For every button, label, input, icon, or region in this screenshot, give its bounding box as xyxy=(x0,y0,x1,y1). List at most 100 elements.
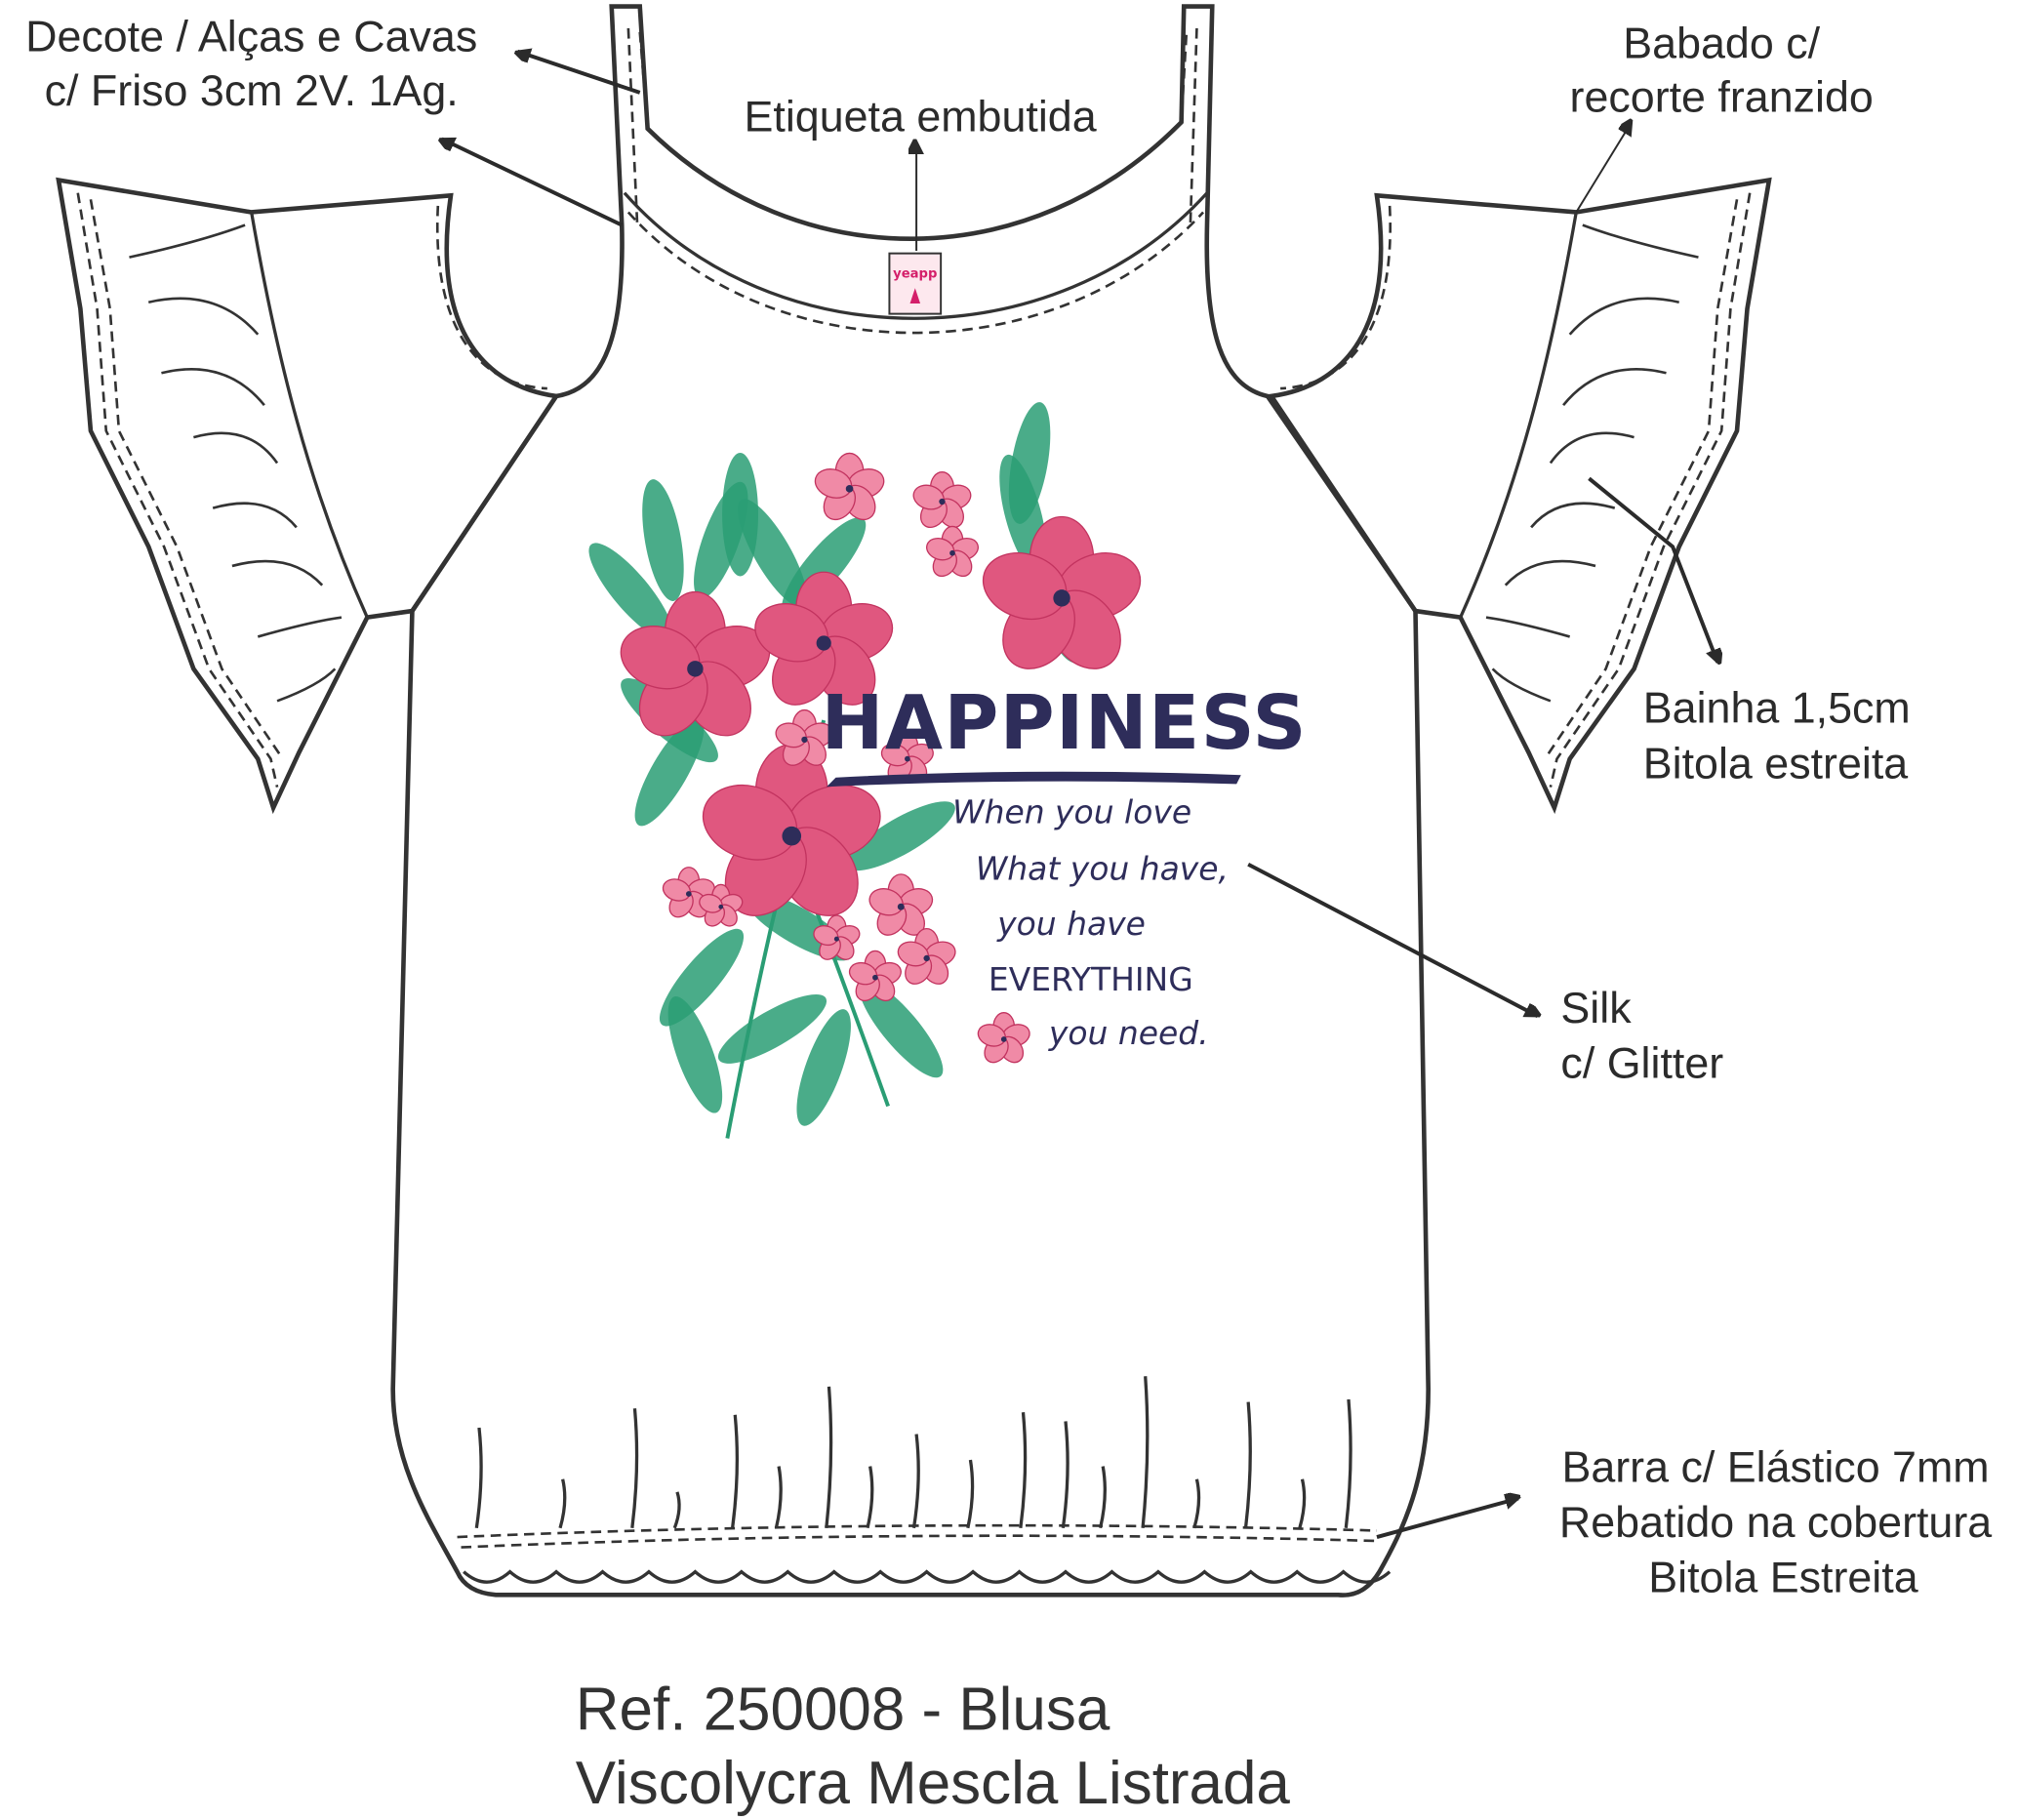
callout-text: Bitola Estreita xyxy=(1648,1554,1917,1602)
ruffle-fold-line xyxy=(257,616,343,638)
reference-fabric: Viscolycra Mescla Listrada xyxy=(576,1750,1291,1817)
leaf-shape xyxy=(846,801,955,871)
gather-line xyxy=(1098,1466,1107,1529)
silk-print: HAPPINESS When you love What you have, y… xyxy=(588,402,1308,1139)
callout-bottom: Barra c/ Elástico 7mm Rebatido na cobert… xyxy=(1376,1442,1992,1602)
ruffle-fold-line xyxy=(1582,223,1699,259)
arrow-icon xyxy=(1588,476,1717,662)
print-line-3: you have xyxy=(996,905,1146,943)
callout-text: Etiqueta embutida xyxy=(745,92,1097,141)
print-line-1: When you love xyxy=(952,793,1191,831)
ruffle-fold-line xyxy=(1530,502,1616,529)
hibiscus-center xyxy=(816,635,831,651)
leaf-shape xyxy=(659,928,745,1027)
arrow-icon xyxy=(1575,122,1632,213)
leaf-shape xyxy=(642,479,684,601)
callout-neckline: Decote / Alças e Cavas c/ Friso 3cm 2V. … xyxy=(25,13,641,227)
callout-text: Decote / Alças e Cavas xyxy=(25,13,477,61)
callout-text: recorte franzido xyxy=(1570,73,1874,122)
gather-line xyxy=(730,1414,740,1529)
leaf-shape xyxy=(796,1009,851,1126)
gather-line xyxy=(774,1466,783,1529)
plumeria-center xyxy=(939,498,946,506)
gather-line xyxy=(866,1466,874,1529)
arrow-icon xyxy=(442,137,624,227)
ruffle-fold-line xyxy=(1485,616,1571,638)
gather-line xyxy=(1061,1421,1070,1529)
ruffle-fold-line xyxy=(276,667,337,703)
ruffle-fold-line xyxy=(129,223,246,259)
ruffle-fold-line xyxy=(147,297,260,336)
brand-label-tag: yeapp xyxy=(888,252,943,315)
gather-line xyxy=(966,1459,975,1529)
print-line-2: What you have, xyxy=(976,850,1229,888)
arrow-icon xyxy=(1376,1498,1518,1539)
ruffle-fold-line xyxy=(1562,368,1667,407)
plumeria-center xyxy=(905,755,910,762)
tag-logo: yeapp xyxy=(893,267,937,282)
ruffle-fold-line xyxy=(212,502,298,529)
ruffle-fold-line xyxy=(1568,297,1679,336)
gather-line xyxy=(1141,1376,1150,1528)
brush-underline xyxy=(827,771,1241,788)
plumeria-center xyxy=(949,549,955,556)
callout-text: Rebatido na cobertura xyxy=(1559,1498,1992,1547)
plumeria-center xyxy=(872,974,878,981)
gather-line xyxy=(630,1408,639,1529)
leaf-shape xyxy=(667,995,723,1113)
ruffle-fold-line xyxy=(1491,667,1552,703)
gather-line xyxy=(1344,1398,1352,1528)
gather-line xyxy=(1019,1412,1028,1529)
gather-line xyxy=(911,1434,920,1529)
plumeria-center xyxy=(833,936,839,942)
left-sleeve xyxy=(56,177,561,815)
plumeria-center xyxy=(685,891,692,897)
right-sleeve xyxy=(1267,177,1772,815)
callout-text: Bitola estreita xyxy=(1643,739,1908,788)
gather-line xyxy=(474,1427,483,1529)
callout-label: Etiqueta embutida xyxy=(745,92,1097,252)
ruffle-fold-line xyxy=(1504,559,1596,586)
print-line-4: EVERYTHING xyxy=(989,960,1193,998)
scalloped-hem xyxy=(463,1569,1392,1584)
callout-ruffle: Babado c/ recorte franzido xyxy=(1570,19,1874,213)
gather-line xyxy=(672,1491,681,1529)
ruffle-fold-line xyxy=(1549,431,1635,465)
elastic-gathers xyxy=(463,1376,1392,1584)
gather-line xyxy=(1298,1478,1307,1529)
plumeria-center xyxy=(897,903,905,910)
ruffle-fold-line xyxy=(193,431,279,465)
ruffle-fold-line xyxy=(231,559,324,586)
print-title: HAPPINESS xyxy=(822,680,1308,767)
callout-text: Bainha 1,5cm xyxy=(1643,684,1911,733)
gather-line xyxy=(558,1478,567,1529)
hibiscus-center xyxy=(782,826,802,846)
reference-title: Ref. 250008 - Blusa xyxy=(576,1677,1110,1744)
tag-symbol-icon xyxy=(909,288,921,304)
hibiscus-center xyxy=(687,661,704,677)
arrow-icon xyxy=(518,52,641,95)
gather-line xyxy=(1192,1478,1201,1529)
arrow-icon xyxy=(1247,862,1538,1018)
print-line-5: you need. xyxy=(1048,1014,1209,1052)
plumeria-center xyxy=(1000,1036,1007,1042)
plumeria-center xyxy=(845,485,854,493)
callout-hem: Bainha 1,5cm Bitola estreita xyxy=(1588,476,1911,788)
callout-text: Babado c/ xyxy=(1623,19,1820,67)
gather-line xyxy=(825,1386,833,1528)
plumeria-center xyxy=(801,736,808,744)
hibiscus-center xyxy=(1053,589,1070,607)
callout-text: Barra c/ Elástico 7mm xyxy=(1561,1442,1989,1491)
callout-text: c/ Friso 3cm 2V. 1Ag. xyxy=(45,66,459,115)
plumeria-center xyxy=(923,954,930,962)
leaf-shape xyxy=(722,452,758,577)
plumeria-center xyxy=(718,904,724,910)
callout-silk: Silk c/ Glitter xyxy=(1247,862,1723,1088)
leaf-shape xyxy=(859,980,944,1078)
callout-text: c/ Glitter xyxy=(1560,1039,1723,1088)
blouse-body xyxy=(390,4,1431,1598)
callout-text: Silk xyxy=(1560,984,1632,1032)
ruffle-fold-line xyxy=(161,368,265,407)
gather-line xyxy=(1243,1401,1252,1529)
